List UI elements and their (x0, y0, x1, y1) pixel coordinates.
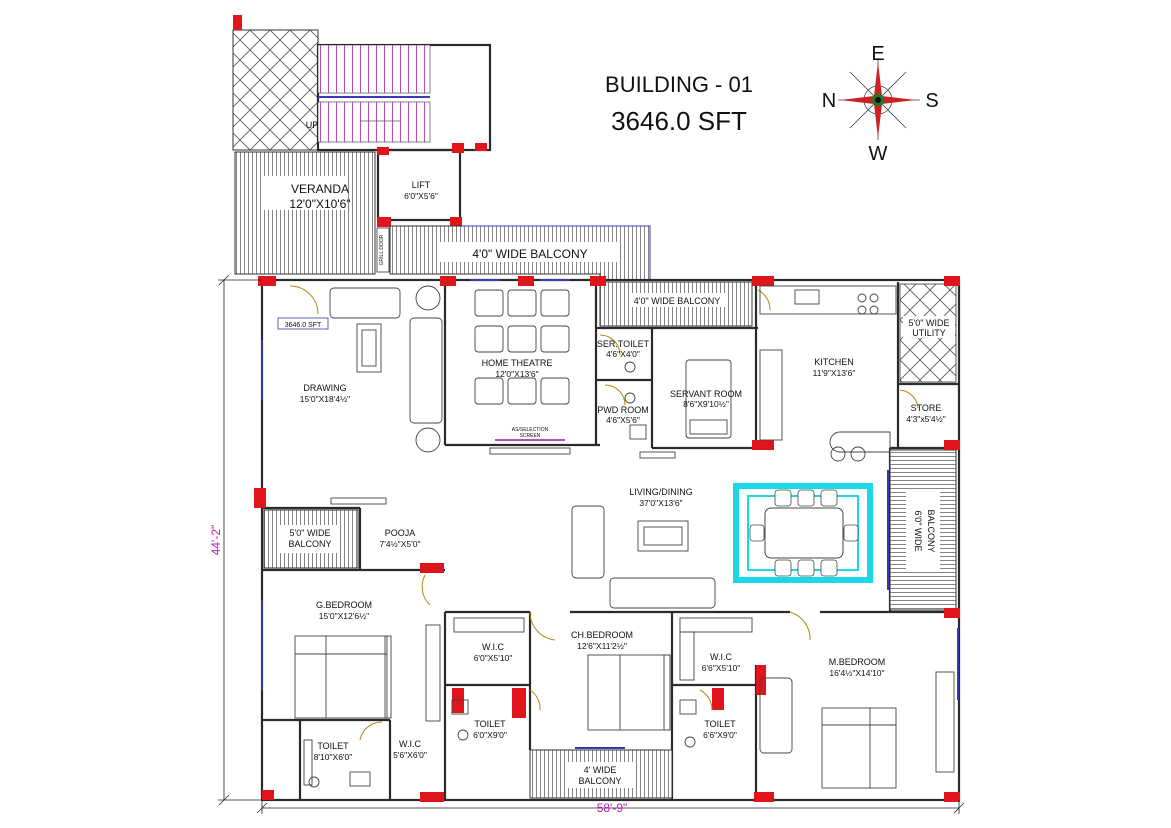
home-theatre-dim: 12'0"X13'6" (495, 369, 538, 379)
utility-line1: 5'0" WIDE (909, 318, 950, 328)
width-dim-text: 58'-9" (597, 801, 628, 815)
screen-note-1: AS/SELECTION (512, 427, 549, 433)
compass-n: N (822, 90, 836, 112)
living-dim: 37'0"X13'6" (639, 498, 682, 508)
compass-rose-icon (838, 58, 920, 140)
living-furniture (571, 505, 716, 609)
column (233, 15, 242, 30)
utility-line2: UTILITY (912, 328, 946, 338)
living-name: LIVING/DINING (629, 487, 693, 497)
compass-s: S (925, 90, 938, 112)
home-theatre-name: HOME THEATRE (482, 358, 553, 368)
kitchen-name: KITCHEN (814, 357, 854, 367)
windows (261, 279, 959, 749)
compass-w: W (869, 143, 888, 165)
toilet3-dim: 6'6"X9'0" (703, 730, 737, 740)
compass-e: E (871, 43, 884, 65)
outer-wall (260, 278, 961, 802)
wic1-name: W.I.C (482, 642, 504, 652)
wic3-dim: 5'6"X6'0" (393, 750, 427, 760)
toilet2-dim: 6'0"X9'0" (473, 730, 507, 740)
veranda-dim: 12'0"X10'6" (289, 197, 350, 211)
toilet-fixtures (303, 699, 697, 788)
store-dim: 4'3"x5'4½" (906, 414, 946, 424)
pooja-dim: 7'4½"X5'0" (380, 539, 421, 549)
grill-door-label: GRILL DOOR (379, 234, 385, 265)
grill-door (376, 227, 390, 273)
servant-furniture (624, 359, 732, 459)
columns (254, 276, 960, 802)
kitchen-dim: 11'9"X13'6" (813, 368, 856, 378)
right-balcony (889, 449, 957, 611)
height-dimension (218, 274, 262, 806)
balcony-left-line1: 5'0" WIDE (290, 528, 331, 538)
lift-name: LIFT (412, 180, 431, 190)
balcony-right-line1: 6'0" WIDE (913, 511, 923, 552)
drawing-furniture (329, 285, 443, 505)
kitchen-furniture (759, 285, 897, 462)
stair-up-label: UP (306, 120, 319, 130)
m-bedroom-bed (759, 677, 897, 789)
wic2-name: W.I.C (710, 652, 732, 662)
staircase (232, 29, 492, 152)
width-dimension (256, 800, 965, 814)
dining-table (733, 483, 873, 583)
m-bedroom-dim: 16'4½"X14'10" (829, 668, 884, 678)
lift-dim: 6'0"X5'6" (404, 191, 438, 201)
drawing-name: DRAWING (303, 383, 346, 393)
building-title: BUILDING - 01 (605, 72, 753, 97)
toilet1-name: TOILET (317, 741, 349, 751)
balcony-bottom-line1: 4' WIDE (584, 765, 617, 775)
balcony-right-line2: BALCONY (926, 509, 936, 552)
ch-bedroom-name: CH.BEDROOM (571, 630, 633, 640)
pwd-room-name: PWD ROOM (597, 405, 649, 415)
ser-toilet-dim: 4'6"X4'0" (606, 349, 640, 359)
m-bedroom-name: M.BEDROOM (829, 657, 886, 667)
toilet2-name: TOILET (474, 719, 506, 729)
screen-note-2: SCREEN (520, 433, 541, 439)
balcony-top-label: 4'0" WIDE BALCONY (472, 247, 587, 261)
g-bedroom-name: G.BEDROOM (316, 600, 372, 610)
servant-room-dim: 8'6"X9'10½" (683, 399, 729, 409)
balcony-mid-label: 4'0" WIDE BALCONY (634, 296, 720, 306)
wic1-dim: 6'0"X5'10" (474, 653, 513, 663)
balcony-bottom-line2: BALCONY (578, 776, 621, 786)
top-balcony (389, 225, 750, 281)
balcony-left-line2: BALCONY (288, 539, 331, 549)
toilet3-name: TOILET (704, 719, 736, 729)
theatre-seats (474, 289, 571, 455)
pwd-room-dim: 4'6"X5'6" (606, 415, 640, 425)
area-tag-text: 3646.0 SFT (285, 322, 322, 329)
ch-bedroom-dim: 12'6"X11'2½" (577, 641, 627, 651)
pooja-name: POOJA (385, 528, 416, 538)
store-name: STORE (911, 403, 942, 413)
wic2-dim: 6'6"X5'10" (702, 663, 741, 673)
ch-bedroom-bed (587, 654, 671, 731)
g-bedroom-bed (294, 635, 392, 719)
servant-room-name: SERVANT ROOM (670, 389, 742, 399)
lift-shaft (376, 148, 462, 222)
ser-toilet-name: SER.TOILET (597, 339, 650, 349)
wic3-name: W.I.C (399, 739, 421, 749)
doors (289, 285, 919, 741)
area-tag (277, 317, 329, 330)
veranda (234, 151, 376, 275)
height-dim-text: 44'-2" (209, 525, 223, 556)
g-bedroom-dim: 15'0"X12'6½" (319, 611, 369, 621)
drawing-dim: 15'0"X18'4½" (300, 394, 350, 404)
veranda-name: VERANDA (291, 182, 349, 196)
wardrobes (425, 617, 955, 773)
toilet1-dim: 8'10"X6'0" (314, 752, 353, 762)
building-area: 3646.0 SFT (611, 106, 747, 136)
